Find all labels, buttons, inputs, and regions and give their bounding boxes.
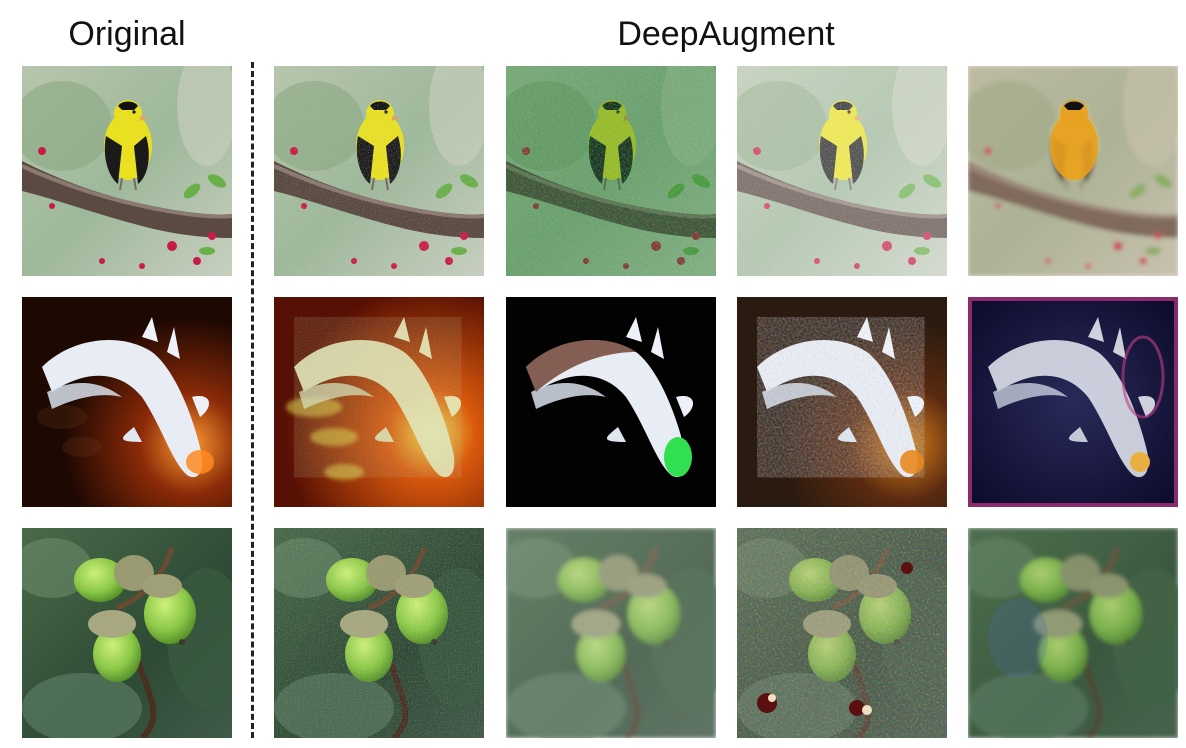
fish-variant-1-image bbox=[274, 297, 484, 507]
deepaugment-column-heading: DeepAugment bbox=[617, 15, 835, 53]
dashed-divider bbox=[251, 62, 254, 738]
acorn-variant-3-image bbox=[737, 528, 947, 738]
bird-variant-2-image bbox=[506, 66, 716, 276]
fish-variant-2-image bbox=[506, 297, 716, 507]
acorn-variant-1-image bbox=[274, 528, 484, 738]
acorn-variant-2-image bbox=[506, 528, 716, 738]
bird-variant-4-image bbox=[968, 66, 1178, 276]
acorn-variant-4-image bbox=[968, 528, 1178, 738]
fish-variant-3-image bbox=[737, 297, 947, 507]
acorn-original-image bbox=[22, 528, 232, 738]
bird-original-image bbox=[22, 66, 232, 276]
fish-original-image bbox=[22, 297, 232, 507]
bird-variant-3-image bbox=[737, 66, 947, 276]
bird-variant-1-image bbox=[274, 66, 484, 276]
fish-variant-4-image bbox=[968, 297, 1178, 507]
original-column-heading: Original bbox=[68, 15, 186, 53]
